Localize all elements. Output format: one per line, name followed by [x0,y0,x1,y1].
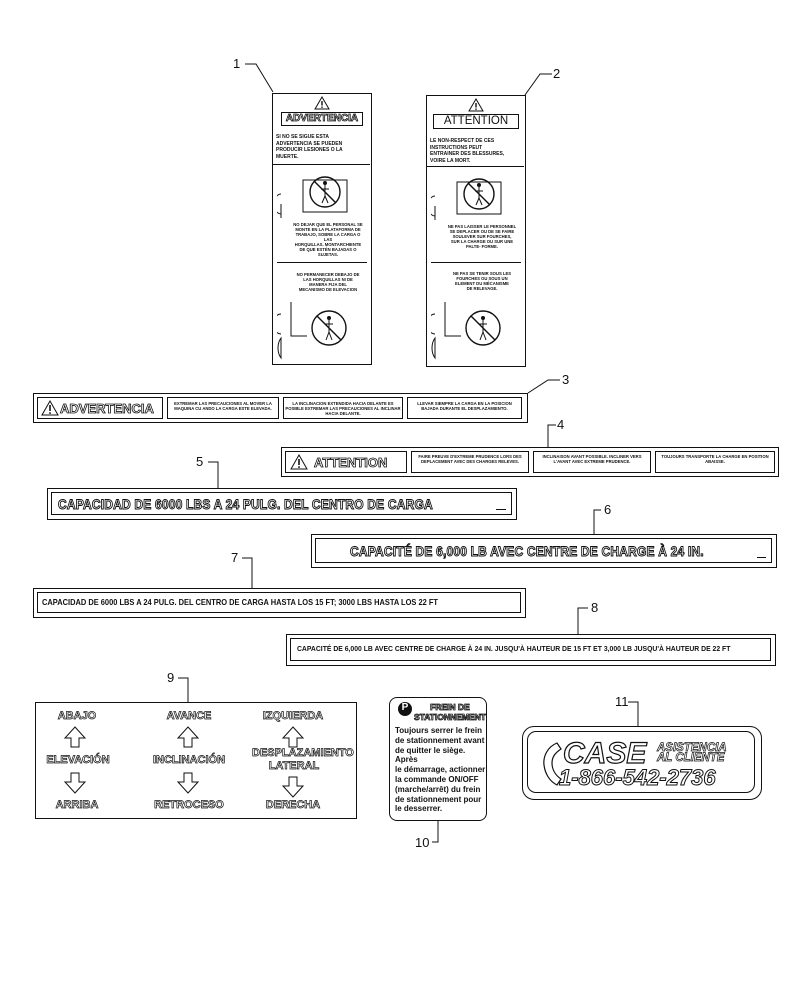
callout-4: 4 [557,417,565,432]
decal9-mid-1: ELEVACIÓN [46,754,110,767]
callout-11: 11 [615,694,629,709]
decal4-header: ATTENTION [314,455,388,471]
decal9-mid-3: DESPLAZAMIENTO LATERAL [252,747,355,773]
decal10-badge: P [401,702,409,713]
callout-3: 3 [562,372,570,387]
callout-1: 1 [233,56,241,71]
decal3-cell-1: EXTREMAR LAS PRECAUCIONES AL MOVER LA MA… [174,401,272,411]
arrow-down-icon [281,776,305,798]
decal-capacite-jusqu: CAPACITÉ DE 6,000 LB AVEC CENTRE DE CHAR… [286,634,776,666]
no-riders-icon [277,176,348,218]
decal3-cell-3: LLEVAR SIEMPRE LA CARGA EN LA POSICION B… [417,401,512,411]
decal3-cell-2: LA INCLINACION EXTENDIDA HACIA DELANTE E… [285,401,401,416]
decal9-top-3: IZQUIERDA [262,710,324,723]
arrow-up-icon [63,726,87,748]
callout-8: 8 [591,600,599,615]
arrow-up-icon [176,726,200,748]
arrow-up-icon [281,726,305,748]
decal11-line1: ASISTENCIA [657,742,727,754]
decal5-text: CAPACIDAD DE 6000 LBS A 24 PULG. DEL CEN… [58,496,434,513]
decal3-header: ADVERTENCIA [60,401,155,417]
decal9-bottom-3: DERECHA [265,799,321,812]
decal9-bottom-2: RETROCESO [154,799,224,812]
decal-capacidad-6000: CAPACIDAD DE 6000 LBS A 24 PULG. DEL CEN… [47,488,517,520]
decal-advertencia-horizontal: ADVERTENCIA EXTREMAR LAS PRECAUCIONES AL… [33,393,528,423]
warning-triangle-icon [468,98,484,112]
no-standing-under-forks-icon [431,302,501,360]
decal8-text: CAPACITÉ DE 6,000 LB AVEC CENTRE DE CHAR… [297,644,731,653]
decal9-top-2: AVANCE [166,710,212,723]
decal4-cell-3: TOUJOURS TRANSPORTE LA CHARGE EN POSITIO… [661,454,769,464]
arrow-down-icon [63,772,87,794]
warning-triangle-icon [314,96,330,110]
decal4-cell-1: FAIRE PREUVE D'EXTREME PRUDENCE LORS DES… [418,454,522,464]
arrow-down-icon [176,772,200,794]
callout-7: 7 [231,550,239,565]
warning-triangle-icon [41,400,59,416]
decal-parking-brake: P FREIN DE STATIONNEMENT Toujours serrer… [389,697,487,821]
decal9-top-1: ABAJO [57,710,97,723]
decal-case-assistance: CASE ASISTENCIA AL CLIENTE 1-866-542-273… [522,726,762,800]
decal11-brand: CASE [562,736,647,770]
decal7-text: CAPACIDAD DE 6000 LBS A 24 PULG. DEL CEN… [42,597,438,607]
decal-capacite-6000: CAPACITÉ DE 6,000 LB AVEC CENTRE DE CHAR… [311,534,777,568]
no-standing-under-forks-icon [277,302,347,360]
decal-attention-horizontal: ATTENTION FAIRE PREUVE D'EXTREME PRUDENC… [281,447,779,477]
callout-2: 2 [553,66,561,81]
callout-10: 10 [415,835,430,850]
callout-6: 6 [604,502,612,517]
callout-9: 9 [167,670,175,685]
decal11-line2: AL CLIENTE [657,752,725,764]
warning-triangle-icon [290,454,308,470]
decal-capacidad-hasta: CAPACIDAD DE 6000 LBS A 24 PULG. DEL CEN… [33,588,526,618]
decal-control-directions: ABAJO AVANCE IZQUIERDA ELEVACIÓN INCLINA… [35,702,357,819]
decal2-header: ATTENTION [443,115,509,127]
decal9-mid-2: INCLINACIÓN [152,754,226,767]
decal6-text: CAPACITÉ DE 6,000 LB AVEC CENTRE DE CHAR… [350,543,704,560]
decal9-bottom-1: ARRIBA [55,799,99,812]
phone-handset-icon [543,742,562,786]
parking-brake-icon [398,702,412,716]
decal4-cell-2: INCLINAISON AVANT POSSIBLE. INCLINER VER… [542,454,642,464]
no-riders-icon [431,178,502,220]
decal10-title: FREIN DE STATIONNEMENT [414,702,487,723]
decal11-phone: 1-866-542-2736 [559,765,717,791]
callout-5: 5 [196,454,204,469]
decal1-header: ADVERTENCIA [285,113,359,125]
